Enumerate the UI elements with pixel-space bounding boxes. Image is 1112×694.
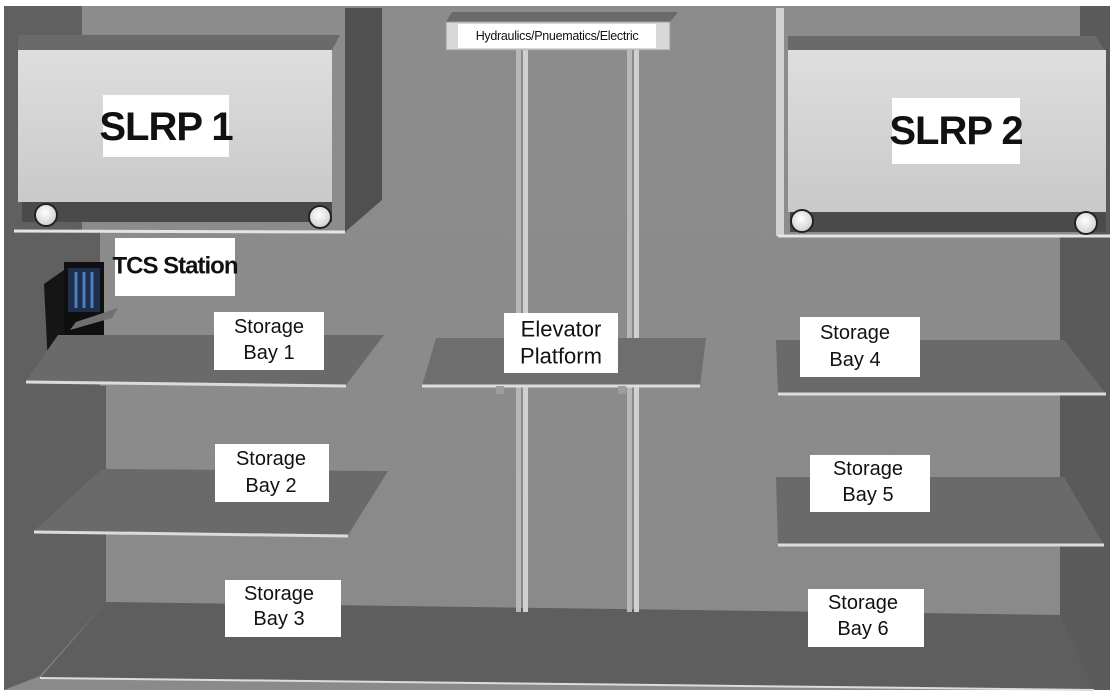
slrp1-wheel-left-icon: [34, 203, 58, 227]
slrp2-deck: SLRP 2: [776, 8, 1110, 238]
tcs-label-tag: [115, 238, 235, 296]
slrp1-bay-side: [345, 8, 382, 232]
slrp2-wheel-left-icon: [790, 209, 814, 233]
slrp2-label: SLRP 2: [889, 109, 1022, 153]
tcs-label: TCS Station: [113, 253, 238, 280]
bay5-label-tag: [810, 455, 930, 512]
hydraulics-label-tag: [458, 24, 656, 48]
elevator-shaft: Hydraulics/Pnuematics/Electric Elevator …: [422, 12, 706, 612]
hydraulics-header-top: [446, 12, 678, 22]
slrp1-label: SLRP 1: [99, 105, 233, 149]
right-rail-outer: [627, 50, 632, 612]
bay6-label-line1: Storage: [828, 592, 898, 614]
elevator-bracket-left: [496, 386, 504, 394]
bay4-label-line1: Storage: [820, 322, 890, 344]
slrp1-box-base: [22, 202, 332, 222]
hydraulics-label: Hydraulics/Pnuematics/Electric: [476, 29, 639, 43]
slrp1-deck: SLRP 1: [13, 8, 382, 234]
right-rail-inner: [634, 50, 639, 612]
elevator-label-line1: Elevator: [521, 317, 602, 342]
slrp1-label-tag: [103, 95, 229, 157]
bay4-label-line2: Bay 4: [829, 349, 880, 371]
bay2-shelf-edge: [33, 530, 349, 538]
bay1-label-line1: Storage: [234, 316, 304, 338]
bay1-shelf: [26, 335, 384, 385]
slrp2-bay-frame: [776, 8, 784, 236]
bay2-label-line2: Bay 2: [245, 475, 296, 497]
bay3-label-line1: Storage: [244, 583, 314, 605]
bay1-label-tag: [214, 312, 324, 370]
bay6-label-line2: Bay 6: [837, 618, 888, 640]
bay1-label-line2: Bay 1: [243, 342, 294, 364]
slrp2-wheel-right-icon: [1074, 211, 1098, 235]
floor-edge: [39, 677, 1095, 691]
bay2-label-tag: [215, 444, 329, 502]
bay3-label-tag: [225, 580, 341, 637]
slrp1-box-top: [18, 35, 340, 50]
slrp2-label-tag: [892, 98, 1020, 164]
elevator-bracket-right: [618, 386, 626, 394]
tcs-desk: [70, 308, 118, 330]
elevator-label-tag: [504, 313, 618, 373]
slrp1-deck-edge: [13, 229, 346, 234]
floor: [40, 602, 1094, 690]
slrp2-box-top: [788, 36, 1104, 50]
bay6-label-tag: [808, 589, 924, 647]
tcs-station: TCS Station: [44, 238, 239, 366]
right-shelves: Storage Bay 4 Storage Bay 5 Storage Bay …: [776, 317, 1106, 647]
left-shelves: Storage Bay 1 Storage Bay 2 Storage Bay …: [25, 312, 388, 637]
bay2-label-line1: Storage: [236, 448, 306, 470]
bay5-label-line2: Bay 5: [842, 484, 893, 506]
bay5-label-line1: Storage: [833, 458, 903, 480]
slrp2-box-base: [790, 212, 1106, 232]
slrp1-wheel-right-icon: [308, 205, 332, 229]
bay3-label-line2: Bay 3: [253, 608, 304, 630]
bay1-shelf-edge: [25, 380, 347, 388]
bay4-label-tag: [800, 317, 920, 377]
elevator-label-line2: Platform: [520, 344, 602, 369]
